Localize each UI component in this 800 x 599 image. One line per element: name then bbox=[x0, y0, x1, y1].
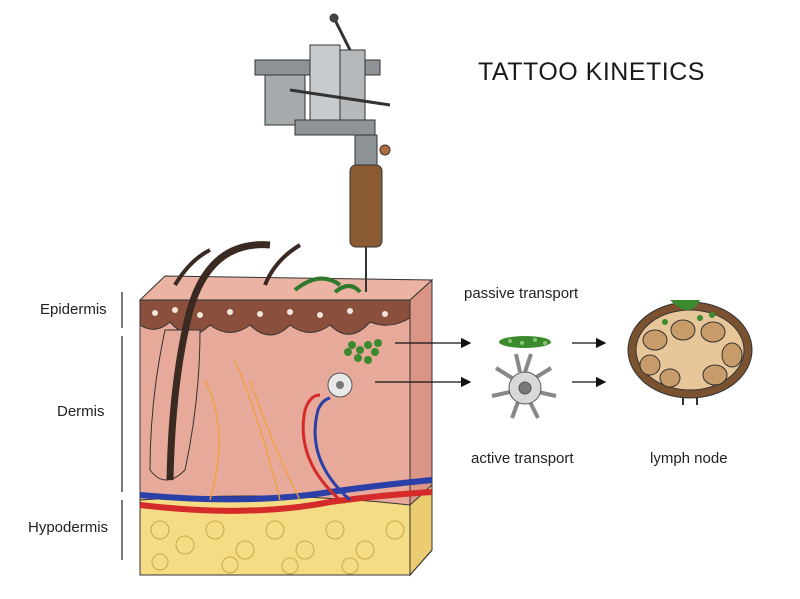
capillary-artery bbox=[301, 393, 341, 502]
free-ink-particles bbox=[499, 336, 551, 348]
lymph-node bbox=[627, 300, 753, 405]
vein bbox=[139, 477, 433, 503]
tattoo-machine bbox=[254, 13, 391, 292]
epidermis-layer bbox=[139, 299, 411, 336]
capillary-vein bbox=[313, 396, 351, 502]
transport-arrows bbox=[375, 337, 607, 388]
lymph-node-label: lymph node bbox=[650, 450, 728, 467]
skin-block bbox=[138, 241, 434, 577]
artery bbox=[139, 489, 433, 514]
nerves bbox=[204, 359, 301, 501]
machine-grip bbox=[349, 164, 383, 248]
epidermis-cells bbox=[152, 307, 388, 318]
epidermis-label: Epidermis bbox=[40, 301, 107, 318]
hypodermis-label: Hypodermis bbox=[28, 519, 109, 536]
active-transport-label: active transport bbox=[471, 450, 574, 467]
ink-deposit bbox=[344, 339, 382, 364]
ink-stroke-mark bbox=[293, 276, 362, 294]
dermis-label: Dermis bbox=[57, 403, 105, 420]
fat-cells bbox=[150, 520, 405, 575]
hair bbox=[166, 241, 271, 481]
skin-top-face bbox=[138, 275, 434, 301]
diagram-title: TATTOO KINETICS bbox=[478, 58, 705, 86]
macrophage-cell bbox=[491, 353, 557, 419]
macrophage-in-skin bbox=[327, 372, 353, 398]
passive-transport-label: passive transport bbox=[464, 285, 579, 302]
